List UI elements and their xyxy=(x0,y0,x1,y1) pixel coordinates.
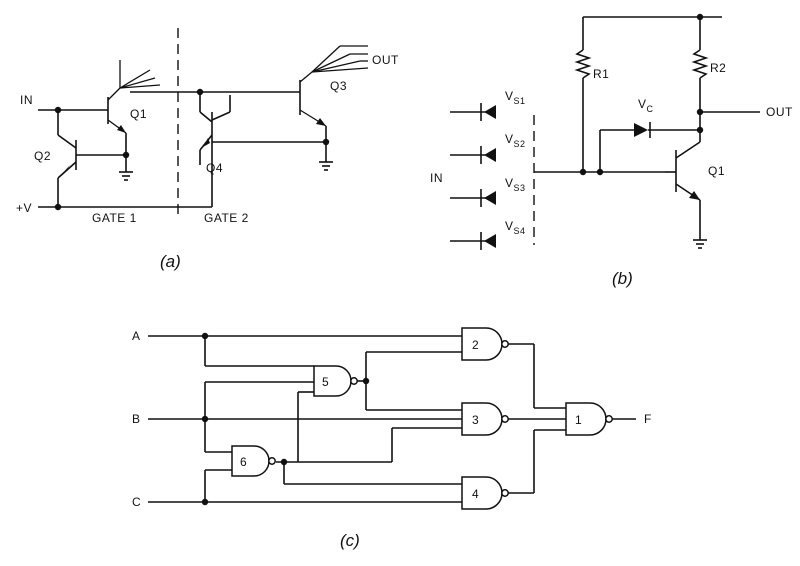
nand-gate-4: 4 xyxy=(461,476,509,510)
label-in-b: IN xyxy=(430,171,443,185)
gate-label-6: 6 xyxy=(240,455,247,469)
diode-vs3 xyxy=(480,189,496,207)
nand-gate-6: 6 xyxy=(231,445,276,477)
diode-vs1 xyxy=(480,103,496,121)
caption-a: (a) xyxy=(160,252,181,271)
label-out: OUT xyxy=(372,53,399,67)
nand-gate-1: 1 xyxy=(565,402,613,436)
label-q1-b: Q1 xyxy=(708,164,725,178)
nand-gate-5: 5 xyxy=(313,365,358,397)
label-vs2: VS2 xyxy=(505,132,526,149)
gate-label-4: 4 xyxy=(472,487,479,501)
label-q3: Q3 xyxy=(330,79,347,93)
label-vs1: VS1 xyxy=(505,89,526,106)
diode-vs2 xyxy=(480,146,496,164)
nand-gate-2: 2 xyxy=(461,327,509,361)
label-gate1: GATE 1 xyxy=(92,211,137,225)
caption-c: (c) xyxy=(340,531,360,550)
label-f: F xyxy=(644,412,652,426)
gate-label-3: 3 xyxy=(472,413,479,427)
label-q2: Q2 xyxy=(34,149,51,163)
label-vs3: VS3 xyxy=(505,176,526,193)
gate-label-5: 5 xyxy=(322,375,329,389)
label-q1: Q1 xyxy=(130,107,147,121)
label-c: C xyxy=(132,495,141,509)
label-vplus: +V xyxy=(16,201,32,215)
gate-label-2: 2 xyxy=(472,338,479,352)
label-vc: VC xyxy=(638,97,654,114)
label-b: B xyxy=(132,412,141,426)
label-gate2: GATE 2 xyxy=(204,211,249,225)
circuit-b: VS1 VS2 VS3 VS4 IN R1 R2 VC Q1 OUT (b) xyxy=(430,13,793,288)
diode-vs4 xyxy=(480,232,496,250)
label-r2: R2 xyxy=(710,61,726,75)
gate-label-1: 1 xyxy=(575,413,582,427)
label-a: A xyxy=(132,329,141,343)
label-q4: Q4 xyxy=(206,161,223,175)
caption-b: (b) xyxy=(612,269,633,288)
nand-gate-3: 3 xyxy=(461,402,509,436)
label-r1: R1 xyxy=(593,67,609,81)
circuit-a: IN Q1 Q2 Q4 Q3 OUT +V GATE 1 GATE 2 (a) xyxy=(16,28,399,271)
label-in: IN xyxy=(20,93,33,107)
circuit-c: 2 5 3 1 6 4 A B C F (c) xyxy=(132,327,652,550)
label-vs4: VS4 xyxy=(505,219,526,236)
label-out-b: OUT xyxy=(766,105,793,119)
